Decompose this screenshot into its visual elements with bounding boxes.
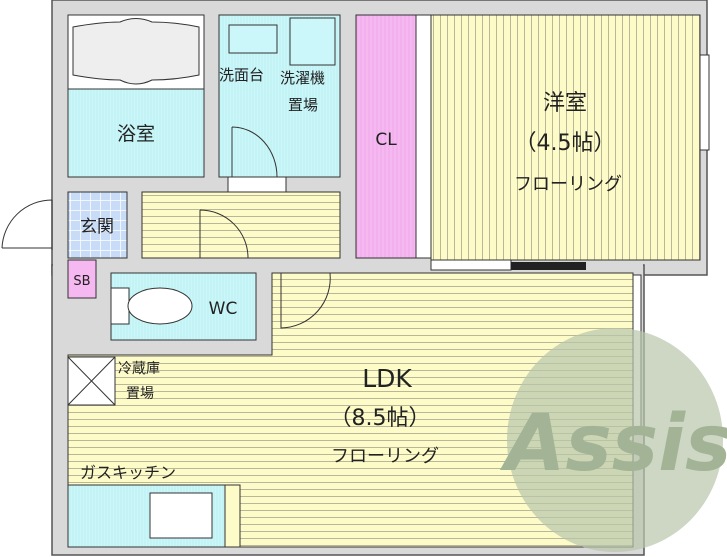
closet-label: CL (375, 130, 397, 150)
kitchen-label: ガスキッチン (80, 463, 176, 482)
washbasin-label: 洗面台 (219, 66, 264, 84)
ldk-floor: フローリング (331, 446, 439, 467)
window (699, 54, 710, 151)
assist-logo-text: Assist (499, 399, 727, 489)
entrance-label: 玄関 (80, 217, 114, 237)
room-western: 洋室 （4.5帖） フローリング (430, 14, 710, 271)
room-closet[interactable]: CL (355, 14, 432, 259)
front-door[interactable] (1, 199, 53, 250)
washroom-door[interactable] (227, 176, 287, 193)
bathtub-icon (72, 18, 200, 85)
washer-label-2: 置場 (288, 96, 318, 114)
ldk-name: LDK (362, 364, 412, 393)
room-washroom: 洗面台 洗濯機 置場 (218, 14, 341, 193)
bath-label: 浴室 (117, 123, 155, 145)
wc-label: WC (209, 299, 238, 319)
western-floor: フローリング (514, 174, 622, 195)
washbasin-icon (228, 24, 278, 54)
ldk-size: （8.5帖） (330, 406, 431, 431)
western-size: （4.5帖） (515, 131, 616, 156)
washer-label-1: 洗濯機 (280, 69, 325, 87)
room-toilet: WC (110, 272, 257, 341)
fridge-label-1: 冷蔵庫 (118, 360, 160, 377)
sink-icon (149, 492, 213, 539)
western-name: 洋室 (543, 91, 587, 116)
toilet-icon (127, 287, 193, 325)
kitchen-counter: ガスキッチン (67, 463, 241, 548)
shoebox-label: SB (73, 274, 90, 289)
fridge-label-2: 置場 (126, 386, 154, 402)
washer-icon (289, 17, 336, 66)
room-entrance: 玄関 (1, 191, 341, 259)
shoebox: SB (67, 259, 97, 299)
room-bath: 浴室 (67, 14, 205, 178)
assist-logo: Assist (499, 328, 727, 552)
